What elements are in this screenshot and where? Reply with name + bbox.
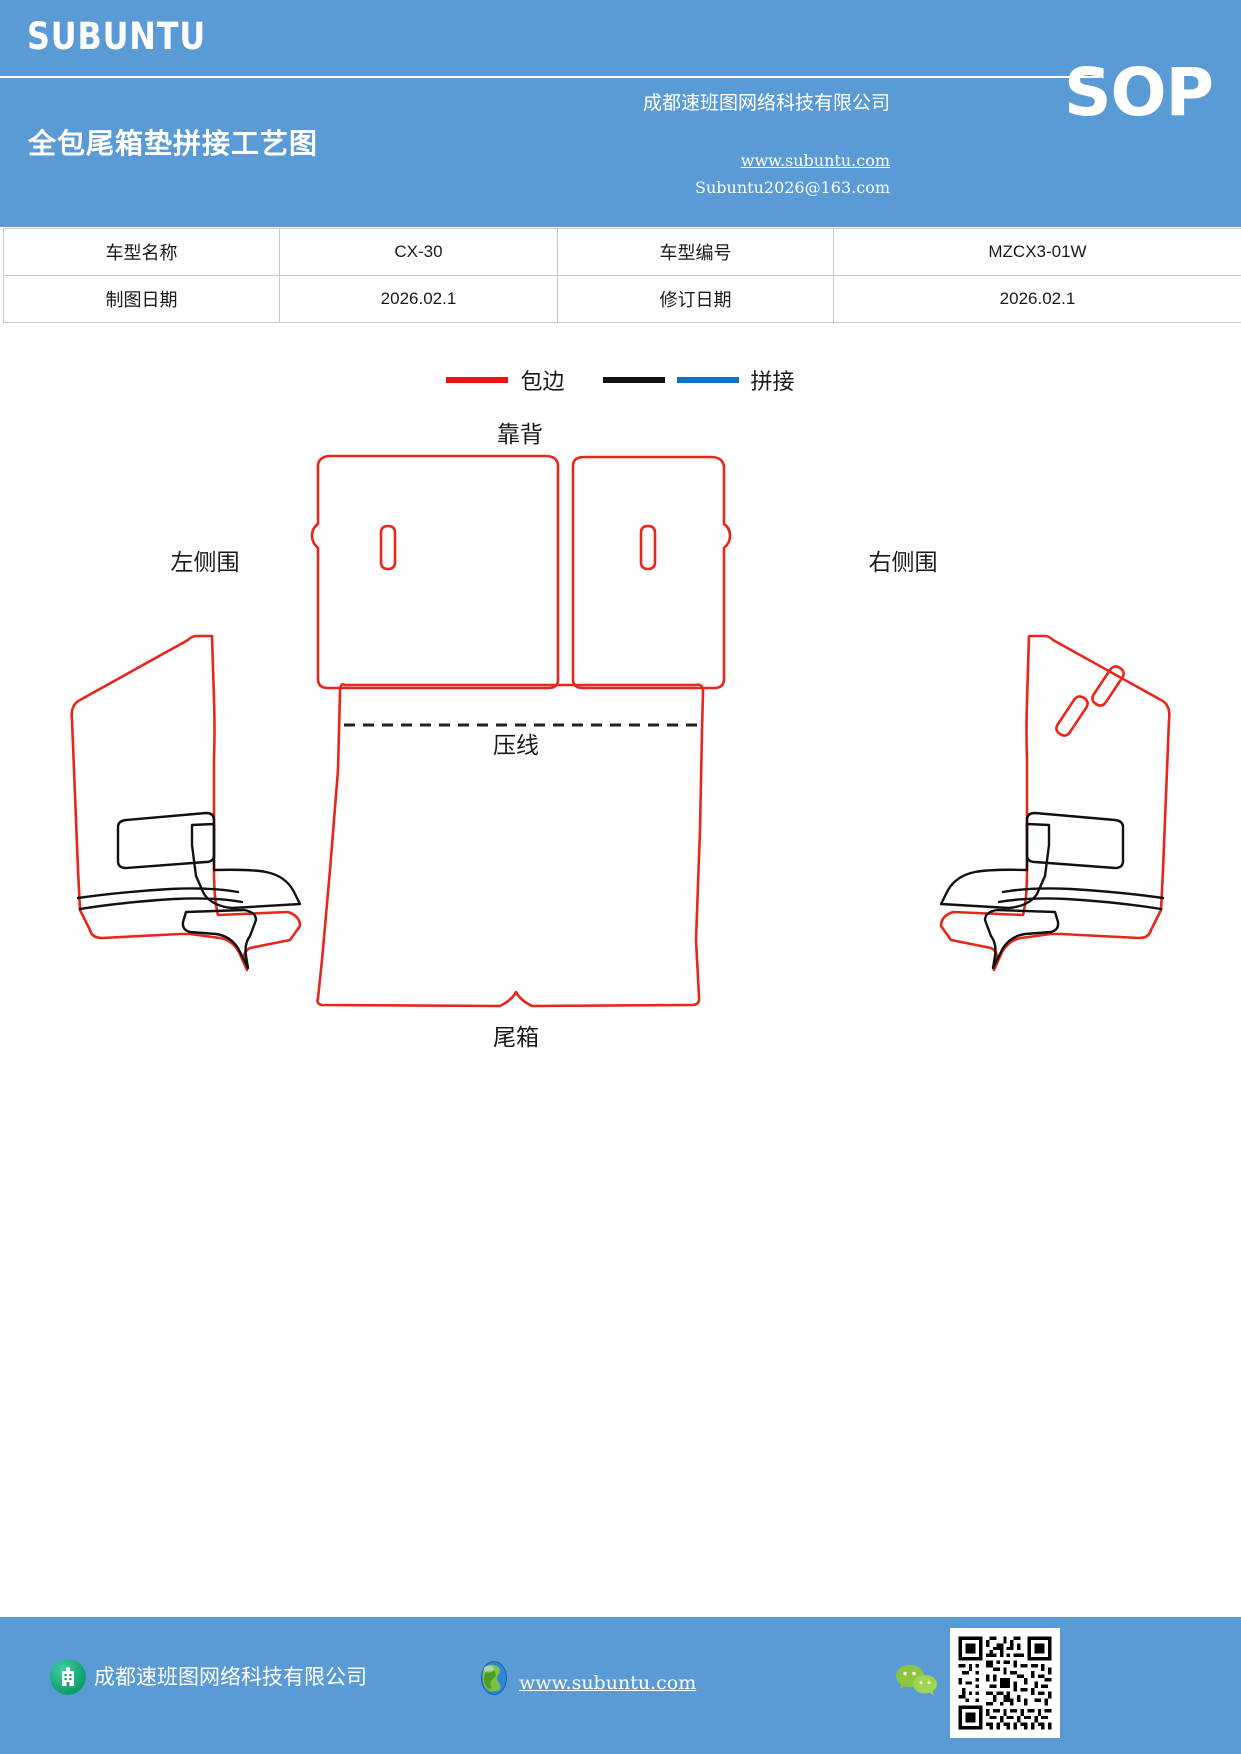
legend-item-binding: 包边 <box>446 364 602 396</box>
vehicle-info-table: 车型名称 CX-30 车型编号 MZCX3-01W 制图日期 2026.02.1… <box>3 228 1241 323</box>
header-divider <box>0 76 1100 78</box>
seam-left-lower-shape <box>190 822 302 910</box>
part-seatback-left <box>310 454 560 690</box>
table-row: 制图日期 2026.02.1 修订日期 2026.02.1 <box>3 275 1241 323</box>
header-website-link[interactable]: www.subuntu.com <box>740 151 890 170</box>
seam-left-bottom-strip-2 <box>78 897 244 911</box>
seam-right-upper <box>1025 811 1125 870</box>
part-seatback-right <box>571 455 732 690</box>
header-company-name: 成都速班图网络科技有限公司 <box>642 92 890 114</box>
cell-draw-date-value: 2026.02.1 <box>279 275 558 323</box>
slot-seatback-right <box>639 524 657 571</box>
cell-revision-date-value: 2026.02.1 <box>833 275 1241 323</box>
slot-right-lower <box>1055 695 1089 737</box>
brand-logo: SUBUNTU <box>27 15 207 58</box>
slot-seatback-left <box>379 524 397 571</box>
footer-company-block: 成都速班图网络科技有限公司 <box>50 1659 367 1695</box>
page-title: 全包尾箱垫拼接工艺图 <box>28 127 319 160</box>
cell-draw-date-label: 制图日期 <box>3 275 280 323</box>
footer-website-link[interactable]: www.subuntu.com <box>519 1671 697 1694</box>
technical-drawing: 靠背 左侧围 右侧围 压线 <box>0 400 1241 1100</box>
table-row: 车型名称 CX-30 车型编号 MZCX3-01W <box>3 228 1241 276</box>
legend: 包边 拼接 <box>0 360 1241 400</box>
globe-icon <box>475 1659 513 1697</box>
seam-left-bottom-strip <box>76 887 240 900</box>
building-icon <box>50 1659 86 1695</box>
seam-left-upper <box>116 811 216 870</box>
part-right-side-panel <box>939 634 1171 972</box>
label-seat-back: 靠背 <box>497 422 543 448</box>
seam-right-bottom-strip <box>1001 887 1165 900</box>
label-left-side: 左侧围 <box>171 550 240 576</box>
label-crease: 压线 <box>493 733 539 759</box>
cell-model-name-value: CX-30 <box>279 228 558 276</box>
line-swatch-icon <box>676 377 739 383</box>
cell-model-code-label: 车型编号 <box>557 228 834 276</box>
seam-right-bottom-strip-2 <box>997 897 1163 911</box>
label-right-side: 右侧围 <box>869 550 938 576</box>
sop-badge: SOP <box>1063 54 1214 131</box>
legend-item-splice-blue: 拼接 <box>676 364 795 396</box>
cell-revision-date-label: 修订日期 <box>557 275 834 323</box>
part-left-side-panel <box>70 634 302 972</box>
footer-website-block[interactable]: www.subuntu.com <box>475 1659 696 1697</box>
legend-label-splice: 拼接 <box>750 370 795 395</box>
cell-model-name-label: 车型名称 <box>3 228 280 276</box>
seam-left-notch <box>181 908 258 970</box>
page-header: SUBUNTU 全包尾箱垫拼接工艺图 成都速班图网络科技有限公司 www.sub… <box>0 0 1241 227</box>
line-swatch-icon <box>446 377 509 383</box>
label-trunk: 尾箱 <box>493 1025 539 1051</box>
qr-code-icon <box>950 1628 1060 1738</box>
page-footer: 成都速班图网络科技有限公司 www.subuntu.com <box>0 1617 1241 1754</box>
legend-item-splice-black <box>602 377 677 383</box>
cell-model-code-value: MZCX3-01W <box>833 228 1241 276</box>
line-swatch-icon <box>602 377 665 383</box>
part-trunk-mat <box>316 683 705 1008</box>
slot-right-upper <box>1091 665 1125 707</box>
wechat-icon <box>895 1663 939 1701</box>
seam-right-lower-shape <box>939 822 1051 910</box>
header-email: Subuntu2026@163.com <box>695 178 890 197</box>
seam-right-notch <box>983 908 1060 970</box>
footer-company-name: 成都速班图网络科技有限公司 <box>94 1664 367 1689</box>
legend-label-binding: 包边 <box>520 370 565 395</box>
